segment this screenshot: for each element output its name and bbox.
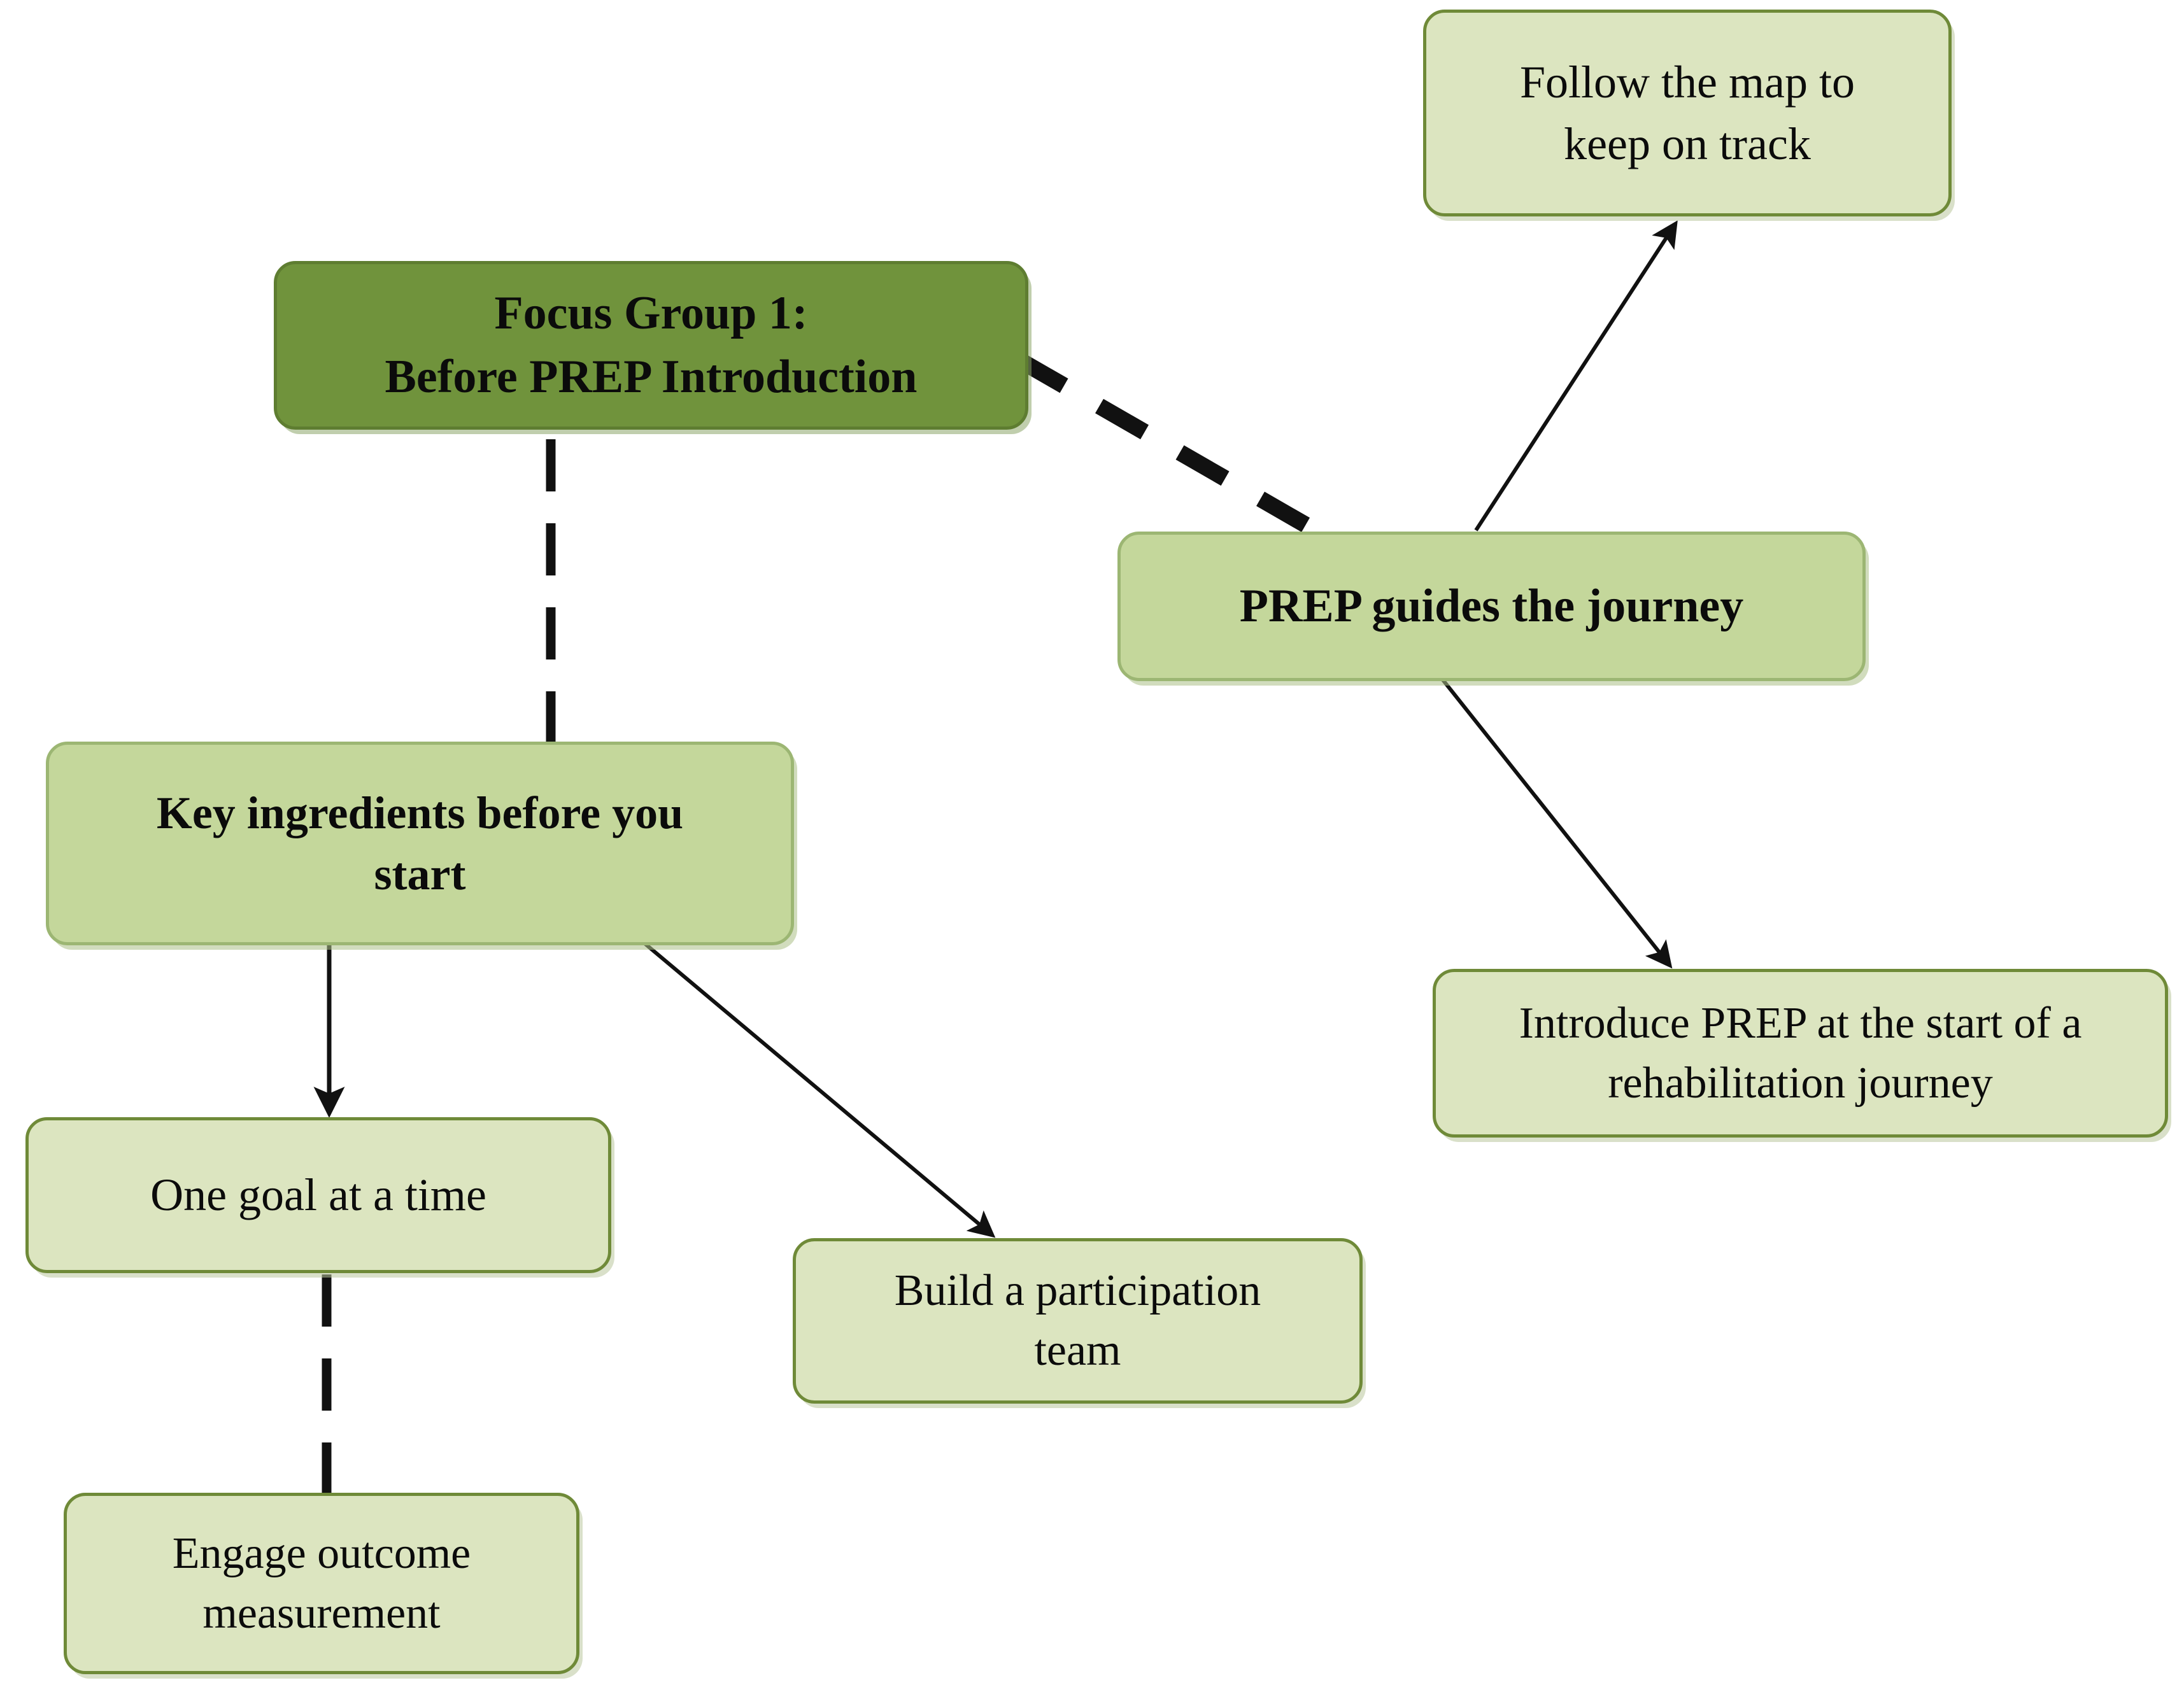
- node-follow-the-map[interactable]: Follow the map to keep on track: [1423, 10, 1952, 216]
- node-build-participation-team[interactable]: Build a participation team: [793, 1238, 1363, 1404]
- node-focus-group-1-label: Focus Group 1: Before PREP Introduction: [385, 287, 918, 403]
- node-prep-guides-journey-label: PREP guides the journey: [1239, 579, 1744, 632]
- node-build-participation-team-label: Build a participation team: [894, 1266, 1261, 1375]
- edge-prep-guides-to-introduce-prep: [1438, 675, 1673, 969]
- node-one-goal-at-a-time-label: One goal at a time: [150, 1169, 486, 1221]
- edge-focus-to-prep-guides: [1014, 352, 1316, 536]
- node-prep-guides-journey[interactable]: PREP guides the journey: [1117, 532, 1866, 681]
- node-engage-outcome-measurement[interactable]: Engage outcome measurement: [64, 1493, 579, 1674]
- edge-prep-guides-to-follow-map: [1474, 220, 1678, 532]
- node-one-goal-at-a-time[interactable]: One goal at a time: [25, 1117, 611, 1273]
- node-engage-outcome-measurement-label: Engage outcome measurement: [172, 1528, 471, 1638]
- node-key-ingredients[interactable]: Key ingredients before you start: [46, 742, 794, 945]
- node-introduce-prep[interactable]: Introduce PREP at the start of a rehabil…: [1433, 969, 2168, 1138]
- node-introduce-prep-label: Introduce PREP at the start of a rehabil…: [1519, 998, 2082, 1108]
- edge-key-ingredients-to-build-team: [642, 940, 996, 1238]
- node-focus-group-1[interactable]: Focus Group 1: Before PREP Introduction: [274, 261, 1028, 430]
- node-follow-the-map-label: Follow the map to keep on track: [1520, 57, 1855, 169]
- node-key-ingredients-label: Key ingredients before you start: [156, 787, 684, 899]
